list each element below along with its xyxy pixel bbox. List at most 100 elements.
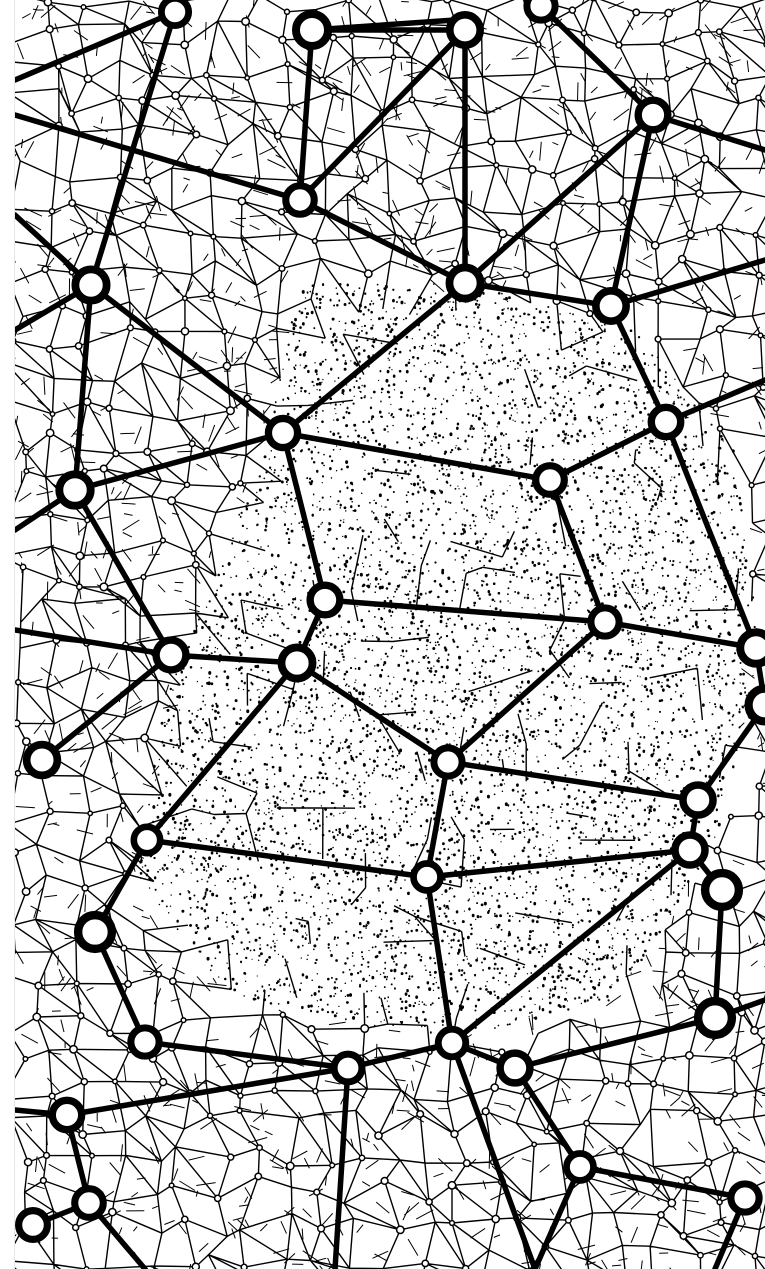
small-node xyxy=(183,296,187,300)
small-node xyxy=(157,268,162,273)
small-node xyxy=(25,1159,32,1166)
network-edge xyxy=(297,663,448,762)
small-node xyxy=(450,1221,455,1226)
ring-node xyxy=(683,785,713,815)
network-edge xyxy=(15,630,171,655)
small-node xyxy=(680,1233,687,1240)
ring-node xyxy=(156,640,186,670)
small-node xyxy=(491,1084,498,1091)
ring-node xyxy=(438,1029,466,1057)
network-edge xyxy=(75,433,283,490)
small-node xyxy=(46,346,52,352)
small-node xyxy=(69,200,75,206)
small-node xyxy=(756,783,762,789)
small-node xyxy=(257,1145,262,1150)
ring-node xyxy=(75,269,106,300)
small-node xyxy=(694,1108,700,1114)
small-node xyxy=(46,429,53,436)
small-node xyxy=(698,1253,703,1258)
small-node xyxy=(15,338,16,344)
small-node xyxy=(732,78,738,84)
small-node xyxy=(330,1163,335,1168)
small-node xyxy=(695,30,701,36)
ring-node xyxy=(705,873,739,907)
small-node xyxy=(33,1013,40,1020)
small-node xyxy=(313,1089,318,1094)
ring-node xyxy=(27,745,58,776)
small-node xyxy=(668,1199,675,1206)
ring-node xyxy=(414,864,441,891)
small-node xyxy=(193,131,200,138)
network-edge xyxy=(283,433,325,600)
small-node xyxy=(750,571,756,577)
small-node xyxy=(734,993,740,999)
small-node xyxy=(701,155,708,162)
network-edge xyxy=(448,762,698,800)
small-node xyxy=(280,1012,285,1017)
small-node xyxy=(241,1264,247,1269)
small-node xyxy=(208,1113,213,1118)
small-node xyxy=(718,426,723,431)
small-node xyxy=(411,239,416,244)
small-node xyxy=(488,138,495,145)
small-node xyxy=(448,1182,455,1189)
small-node xyxy=(592,156,598,162)
small-node xyxy=(318,1225,325,1232)
ring-node xyxy=(591,608,619,636)
small-node xyxy=(228,1154,234,1160)
ring-node xyxy=(740,632,765,663)
mesh-fine-lines xyxy=(15,0,765,1269)
ring-node xyxy=(75,1189,104,1218)
small-node xyxy=(665,76,670,81)
small-node xyxy=(566,1217,572,1223)
small-node xyxy=(141,734,148,741)
small-node xyxy=(15,771,20,776)
small-node xyxy=(603,1078,609,1084)
small-node xyxy=(319,77,325,83)
small-node xyxy=(181,41,188,48)
large-ring-nodes xyxy=(19,0,765,1239)
small-node xyxy=(762,1038,765,1045)
small-node xyxy=(444,0,452,3)
small-node xyxy=(651,1081,657,1087)
ring-node xyxy=(131,1028,159,1056)
small-node xyxy=(172,92,180,100)
small-node xyxy=(561,201,566,206)
small-node xyxy=(279,209,285,215)
network-edge xyxy=(147,840,427,877)
small-node xyxy=(76,343,82,349)
small-node xyxy=(76,552,83,559)
small-node xyxy=(686,910,691,915)
small-node xyxy=(661,1057,666,1062)
small-node xyxy=(212,96,217,101)
small-node xyxy=(73,1225,79,1231)
small-node xyxy=(15,720,20,726)
network-edge xyxy=(335,1068,348,1269)
small-node xyxy=(687,230,695,238)
small-node xyxy=(191,551,196,556)
small-node xyxy=(652,242,659,249)
small-node xyxy=(616,42,622,48)
small-node xyxy=(237,1108,242,1113)
small-node xyxy=(57,578,62,583)
small-node xyxy=(70,1046,77,1053)
network-edge xyxy=(427,850,690,877)
network-edge xyxy=(300,200,465,283)
small-node xyxy=(48,512,53,517)
small-node xyxy=(245,76,249,80)
small-node xyxy=(222,329,227,334)
small-node xyxy=(156,972,161,977)
small-node xyxy=(209,292,215,298)
ring-node xyxy=(450,15,480,45)
small-node xyxy=(523,272,529,278)
small-node xyxy=(144,177,150,183)
small-node xyxy=(47,808,53,814)
small-node xyxy=(705,1159,712,1166)
small-node xyxy=(287,1162,294,1169)
small-node xyxy=(238,481,243,486)
small-node xyxy=(391,55,395,59)
small-node xyxy=(227,407,235,415)
ring-node xyxy=(749,689,765,722)
small-node xyxy=(760,385,765,391)
network-edge xyxy=(611,260,765,306)
